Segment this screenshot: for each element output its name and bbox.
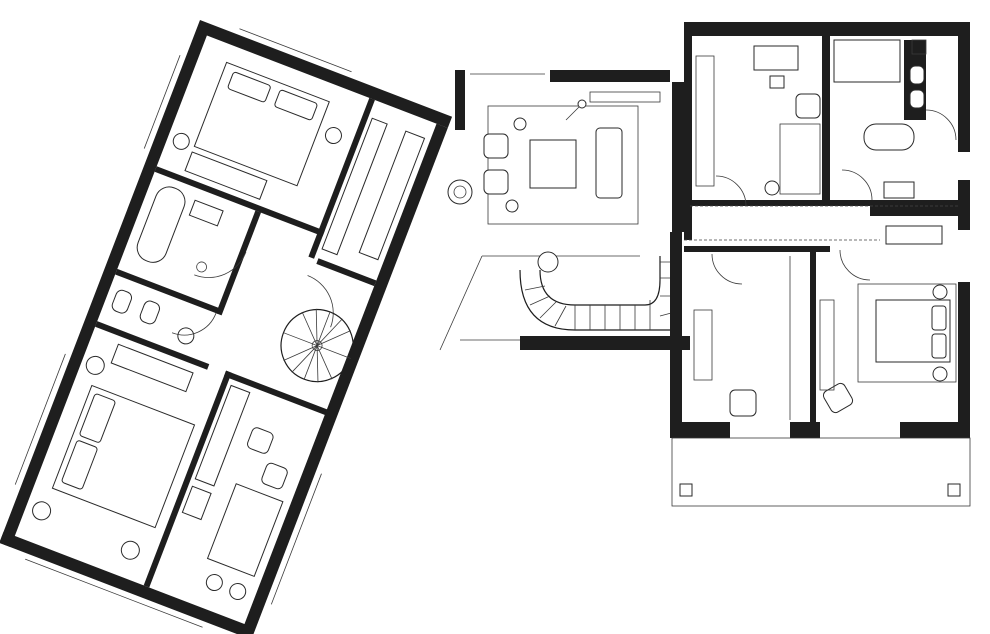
stair-newel <box>537 251 559 273</box>
side-table <box>120 540 140 560</box>
right-office <box>695 45 821 207</box>
desk <box>206 483 284 578</box>
side-table <box>85 355 105 375</box>
side-table <box>505 199 519 213</box>
bidet <box>909 89 925 109</box>
column <box>679 483 693 497</box>
terrace <box>671 437 971 507</box>
rug <box>857 283 957 383</box>
pillow <box>227 71 271 103</box>
bathtub <box>863 123 915 151</box>
side-table <box>932 284 948 300</box>
shower <box>833 39 901 83</box>
main-stair <box>519 251 676 331</box>
kitchenette <box>194 384 251 487</box>
hob <box>181 485 212 521</box>
side-table <box>172 132 190 150</box>
toilet <box>909 65 925 85</box>
living-area <box>447 91 661 225</box>
sink <box>883 181 915 199</box>
left-wing-walls <box>0 20 453 634</box>
side-unit <box>779 123 821 195</box>
left-study <box>181 384 288 600</box>
left-bedroom-bottom <box>32 343 196 560</box>
sofa <box>595 127 623 199</box>
wardrobe <box>321 117 388 256</box>
armchair <box>729 389 757 417</box>
left-closet <box>307 117 426 328</box>
pillow <box>931 333 947 359</box>
bed <box>193 61 330 187</box>
sofa <box>110 343 194 393</box>
sink <box>188 199 224 227</box>
cabinet <box>695 55 715 187</box>
armchair <box>261 462 288 490</box>
pillow <box>931 305 947 331</box>
left-wing <box>0 20 453 634</box>
drain-icon <box>196 261 207 273</box>
armchair <box>483 169 509 195</box>
pillow <box>274 89 318 121</box>
side-table <box>32 501 52 521</box>
column <box>947 483 961 497</box>
shelf <box>589 91 661 103</box>
spiral-stair <box>280 308 354 383</box>
center-walls <box>439 70 690 351</box>
side-table <box>932 366 948 382</box>
right-room-small <box>693 253 791 420</box>
side-table <box>324 127 342 145</box>
right-bathroom <box>833 39 957 201</box>
armchair <box>822 382 854 414</box>
sink <box>177 327 195 345</box>
stool <box>205 574 223 592</box>
pillow <box>79 393 116 443</box>
side-table <box>513 117 527 131</box>
side-table <box>764 180 780 196</box>
left-bedroom-top <box>172 61 342 200</box>
armchair <box>795 93 821 119</box>
coffee-table <box>529 139 577 189</box>
sofa <box>184 151 268 200</box>
toilet <box>111 289 133 314</box>
left-wc <box>111 289 217 345</box>
right-bedroom <box>819 225 957 414</box>
armchair <box>247 427 274 454</box>
armchair <box>483 133 509 159</box>
stool <box>229 582 247 600</box>
plant <box>447 179 473 205</box>
wardrobe <box>358 130 426 261</box>
chair <box>769 75 785 89</box>
desk <box>693 309 713 381</box>
wardrobe <box>819 299 835 391</box>
tv-unit <box>885 225 943 245</box>
left-bathroom <box>136 186 247 278</box>
desk <box>753 45 799 71</box>
right-wing <box>670 22 971 507</box>
bathtub <box>136 186 186 263</box>
pillow <box>61 440 98 490</box>
center-hall <box>439 70 690 351</box>
bidet <box>139 300 161 325</box>
corridor-lines <box>684 205 958 241</box>
rug <box>487 105 639 225</box>
